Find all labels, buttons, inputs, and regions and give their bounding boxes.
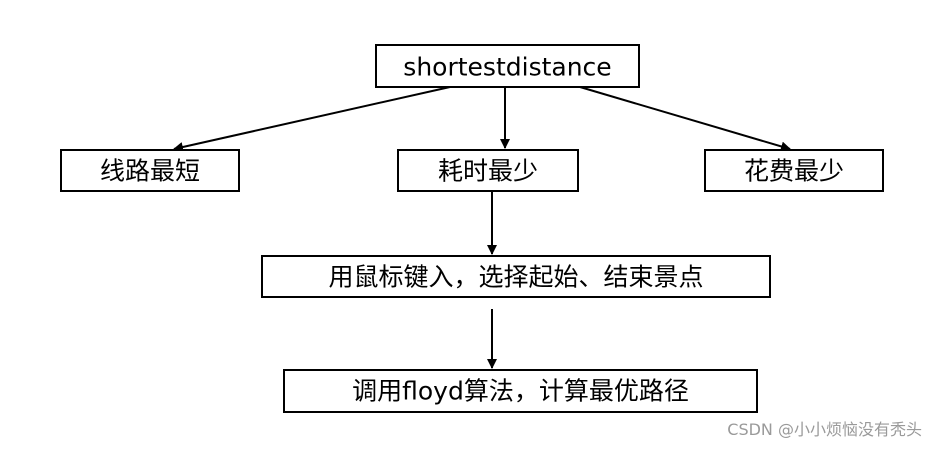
node-select-points-label: 用鼠标键入，选择起始、结束景点 <box>328 263 703 292</box>
node-least-time: 耗时最少 <box>397 149 579 192</box>
node-shortest-route: 线路最短 <box>60 149 240 192</box>
node-least-time-label: 耗时最少 <box>438 157 538 186</box>
node-root-label: shortestdistance <box>403 53 611 82</box>
node-root: shortestdistance <box>375 44 640 88</box>
arrow-root-to-shortest-route <box>173 86 451 152</box>
node-floyd-label: 调用floyd算法，计算最优路径 <box>352 377 689 406</box>
arrow-root-to-least-cost <box>579 86 791 152</box>
node-select-points: 用鼠标键入，选择起始、结束景点 <box>261 255 771 298</box>
node-shortest-route-label: 线路最短 <box>100 157 200 186</box>
node-least-cost: 花费最少 <box>704 149 884 192</box>
node-least-cost-label: 花费最少 <box>744 157 844 186</box>
node-floyd: 调用floyd算法，计算最优路径 <box>283 369 758 413</box>
watermark-text: CSDN @小小烦恼没有秃头 <box>727 420 922 439</box>
